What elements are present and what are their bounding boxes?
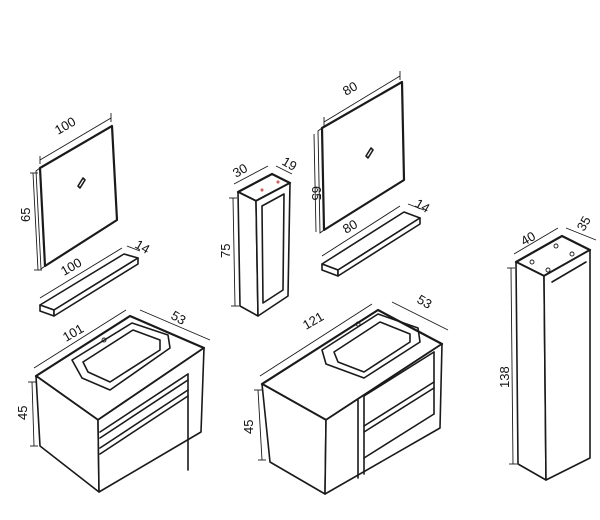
mirror-80-width-label: 80: [340, 78, 360, 98]
mirror-80-height-label: 65: [309, 186, 324, 200]
shelf-80-depth-label: 14: [413, 196, 433, 216]
vanity-101-width-label: 101: [60, 321, 86, 345]
vanity-101-depth-label: 53: [169, 308, 189, 328]
tall-column-40: 40 35 138: [497, 213, 597, 481]
mirror-80: 80 65: [309, 71, 406, 234]
wall-cabinet-height-label: 75: [218, 244, 233, 258]
shelf-100-length-label: 100: [58, 255, 84, 279]
vanity-121-depth-label: 53: [415, 292, 435, 312]
shelf-100: 100 14: [39, 237, 153, 317]
vanity-101: 101 53 45: [15, 308, 211, 493]
wall-cabinet-width-label: 30: [230, 160, 250, 180]
shelf-100-depth-label: 14: [133, 237, 153, 257]
vanity-121: 121 53 45: [241, 292, 449, 495]
shelf-80: 80 14: [321, 196, 433, 277]
shelf-80-length-label: 80: [340, 216, 360, 236]
vanity-101-height-label: 45: [15, 406, 30, 420]
tall-column-depth-label: 35: [574, 213, 594, 233]
wall-cabinet-30: 30 19 75: [218, 154, 300, 317]
mirror-100: 100 65: [18, 113, 119, 271]
mirror-100-width-label: 100: [52, 114, 78, 138]
vanity-121-height-label: 45: [241, 420, 256, 434]
tall-column-height-label: 138: [497, 366, 512, 388]
tall-column-width-label: 40: [518, 228, 538, 248]
vanity-121-width-label: 121: [300, 309, 326, 333]
wall-cabinet-depth-label: 19: [280, 154, 300, 174]
mirror-100-height-label: 65: [18, 208, 33, 222]
